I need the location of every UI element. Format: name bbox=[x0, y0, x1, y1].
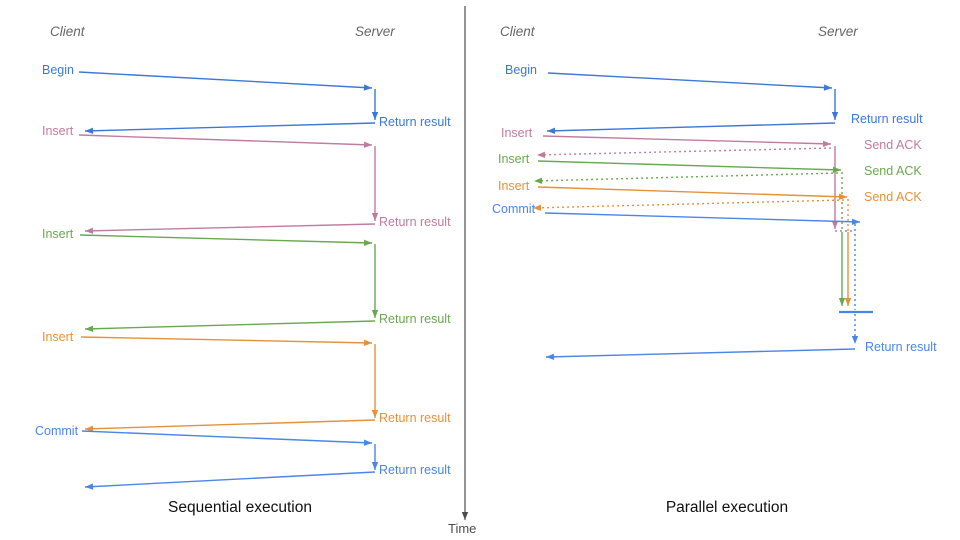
seq-return-result-label: Return result bbox=[379, 312, 451, 326]
seq-commit-label: Commit bbox=[35, 424, 79, 438]
seq-return-result-label: Return result bbox=[379, 215, 451, 229]
seq-caption: Sequential execution bbox=[168, 499, 312, 516]
seq-begin-label: Begin bbox=[42, 63, 74, 77]
seq-return-result-label: Return result bbox=[379, 411, 451, 425]
seq-server-header: Server bbox=[355, 24, 395, 39]
seq-client-header: Client bbox=[50, 24, 85, 39]
par-insert2-label: Insert bbox=[498, 152, 530, 166]
seq-insert3-label: Insert bbox=[42, 330, 74, 344]
par-commit-label: Commit bbox=[492, 202, 536, 216]
par-server-header: Server bbox=[818, 24, 858, 39]
par-insert3-label: Insert bbox=[498, 179, 530, 193]
par-send-ack-label: Send ACK bbox=[864, 164, 922, 178]
par-send-ack-label: Send ACK bbox=[864, 138, 922, 152]
seq-return-result-label: Return result bbox=[379, 115, 451, 129]
par-begin-label: Begin bbox=[505, 63, 537, 77]
par-insert1-label: Insert bbox=[501, 126, 533, 140]
par-send-ack-label: Send ACK bbox=[864, 190, 922, 204]
time-axis-label: Time bbox=[448, 521, 477, 536]
seq-insert2-label: Insert bbox=[42, 227, 74, 241]
par-client-header: Client bbox=[500, 24, 535, 39]
seq-return-result-label: Return result bbox=[379, 463, 451, 477]
par-return-result-label: Return result bbox=[851, 112, 923, 126]
par-return-result-label: Return result bbox=[865, 340, 937, 354]
par-caption: Parallel execution bbox=[665, 499, 789, 516]
seq-insert1-label: Insert bbox=[42, 124, 74, 138]
